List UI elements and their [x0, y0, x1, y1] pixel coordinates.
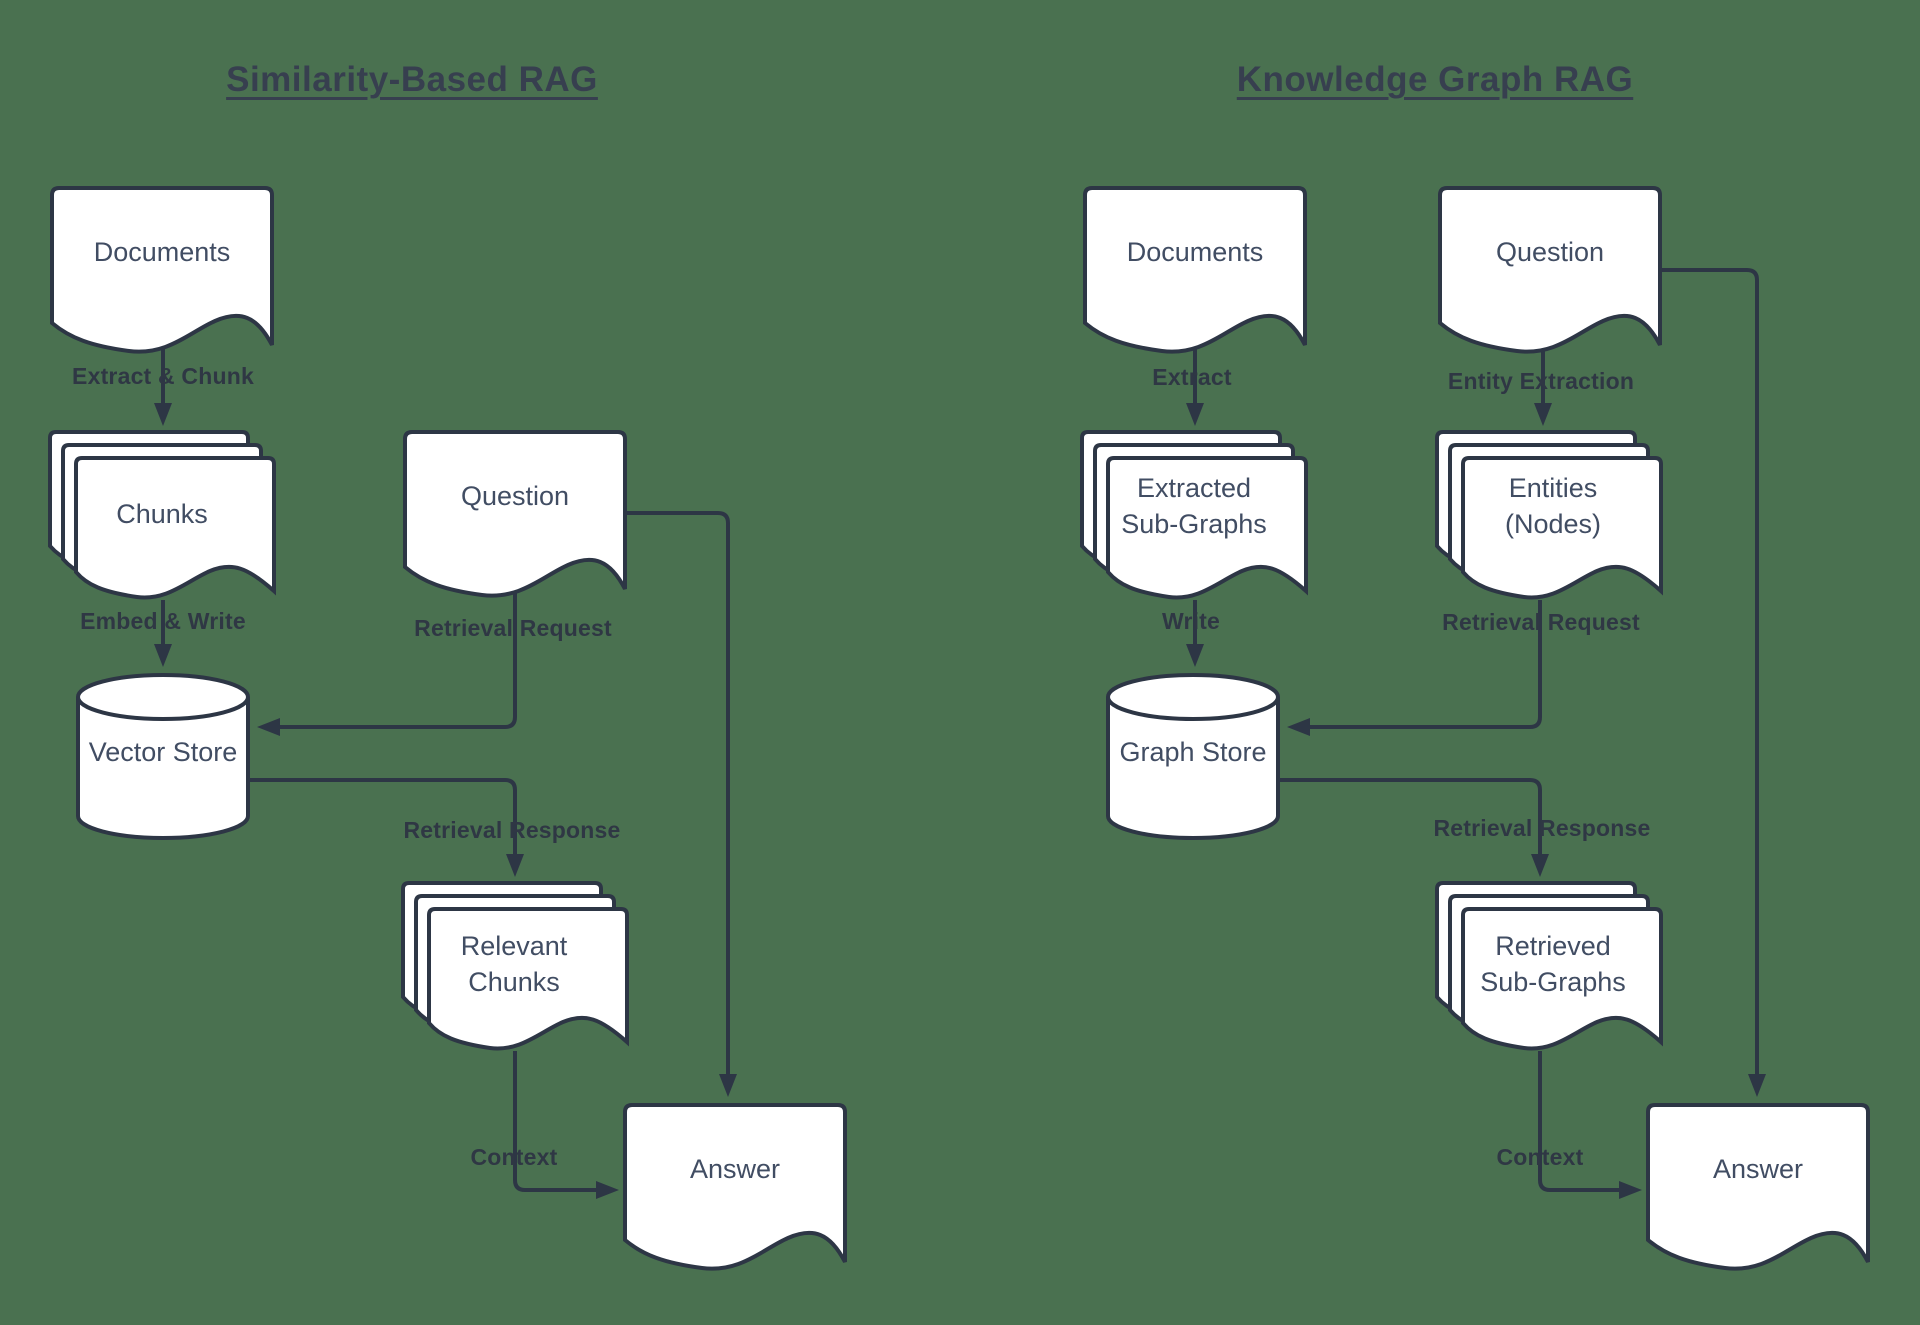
node-vector-store [76, 673, 250, 840]
node-entities-nodes [1435, 430, 1663, 600]
edge-vector-store-to-relevant-chunks [248, 778, 524, 877]
edge-question-to-answer-left [625, 511, 737, 1097]
node-question-right [1438, 186, 1662, 354]
node-retrieved-sub-graphs [1435, 881, 1663, 1051]
edge-retrieved-sub-graphs-to-answer [1538, 1051, 1642, 1199]
node-documents-right [1083, 186, 1307, 354]
edge-question-to-vector-store [257, 578, 517, 736]
edge-entities-to-graph-store [1287, 600, 1542, 736]
edge-question-to-answer-right [1660, 268, 1766, 1097]
node-chunks [48, 430, 276, 600]
node-extracted-sub-graphs [1080, 430, 1308, 600]
node-answer-right [1646, 1103, 1870, 1271]
node-relevant-chunks [401, 881, 629, 1051]
edge-relevant-chunks-to-answer [513, 1051, 619, 1199]
node-graph-store [1106, 673, 1280, 840]
node-answer-left [623, 1103, 847, 1271]
node-question-left [403, 430, 627, 598]
edge-graph-store-to-retrieved-sub-graphs [1278, 778, 1549, 877]
node-documents-left [50, 186, 274, 354]
